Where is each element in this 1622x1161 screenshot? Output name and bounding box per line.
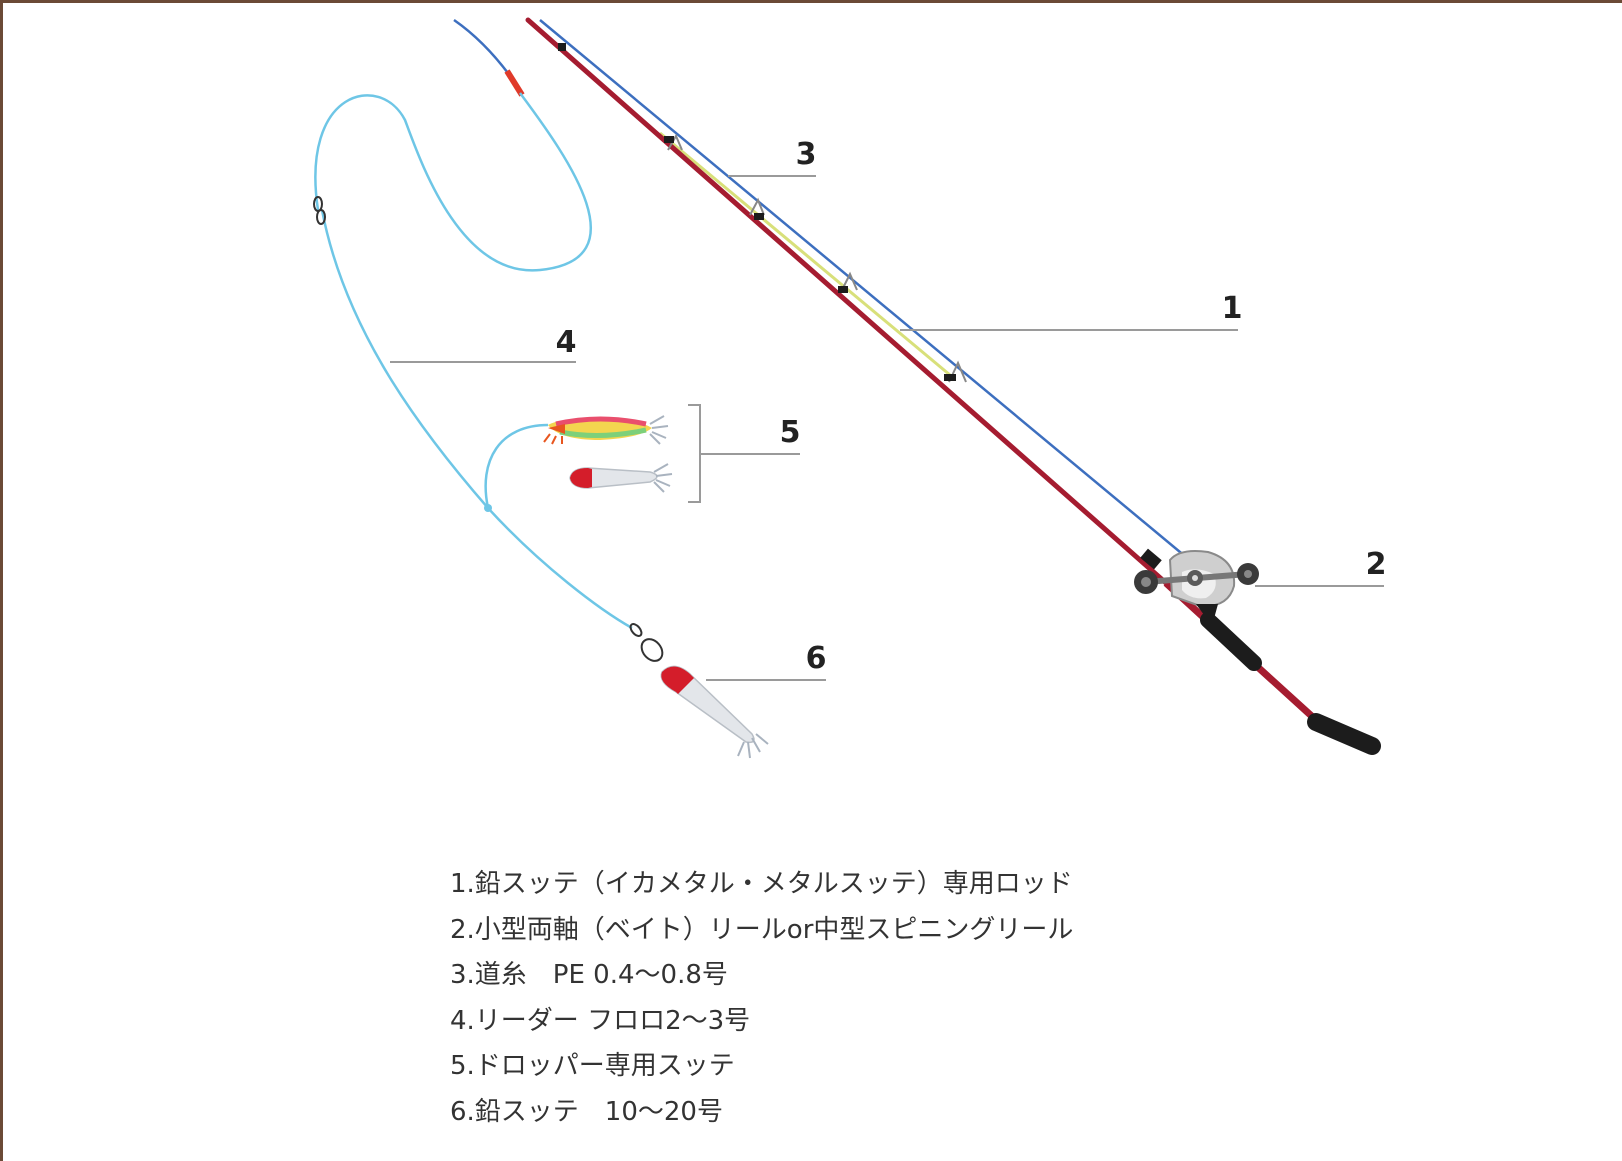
legend-item-6: 6.鉛スッテ 10〜20号	[450, 1096, 723, 1127]
legend-item-4: 4.リーダー フロロ2〜3号	[450, 1005, 751, 1036]
dropper-sutte-icon	[543, 415, 669, 445]
callout-6-label: 6	[806, 641, 827, 676]
fishing-rod	[525, 17, 1381, 755]
swivel-snap	[629, 623, 664, 662]
lead-sutte-icon	[660, 665, 769, 759]
callout-4: 4	[390, 325, 577, 363]
callout-3-label: 3	[796, 137, 817, 172]
callout-3: 3	[728, 137, 817, 177]
legend-item-1: 1.鉛スッテ（イカメタル・メタルスッテ）専用ロッド	[450, 869, 1073, 899]
callout-1: 1	[900, 291, 1243, 331]
legend-item-3: 3.道糸 PE 0.4〜0.8号	[450, 960, 728, 990]
callout-4-label: 4	[556, 325, 577, 360]
callout-5: 5	[688, 404, 801, 503]
callout-5-label: 5	[780, 415, 801, 450]
dropper-lead-sutte-icon	[569, 463, 673, 493]
callout-6: 6	[706, 641, 827, 681]
callout-1-label: 1	[1222, 291, 1243, 326]
legend-item-2: 2.小型両軸（ベイト）リールor中型スピニングリール	[450, 914, 1074, 945]
baitcasting-reel	[1134, 550, 1259, 626]
leader-line	[314, 18, 633, 630]
rod-guides	[667, 133, 967, 383]
main-line-pe	[539, 19, 1193, 563]
callout-2-label: 2	[1366, 547, 1387, 582]
guide-feet	[558, 43, 1162, 570]
callout-2: 2	[1255, 547, 1387, 587]
swivel-upper	[313, 196, 326, 225]
legend-item-5: 5.ドロッパー専用スッテ	[450, 1051, 735, 1081]
legend-list: 1.鉛スッテ（イカメタル・メタルスッテ）専用ロッド 2.小型両軸（ベイト）リール…	[450, 862, 1073, 1135]
